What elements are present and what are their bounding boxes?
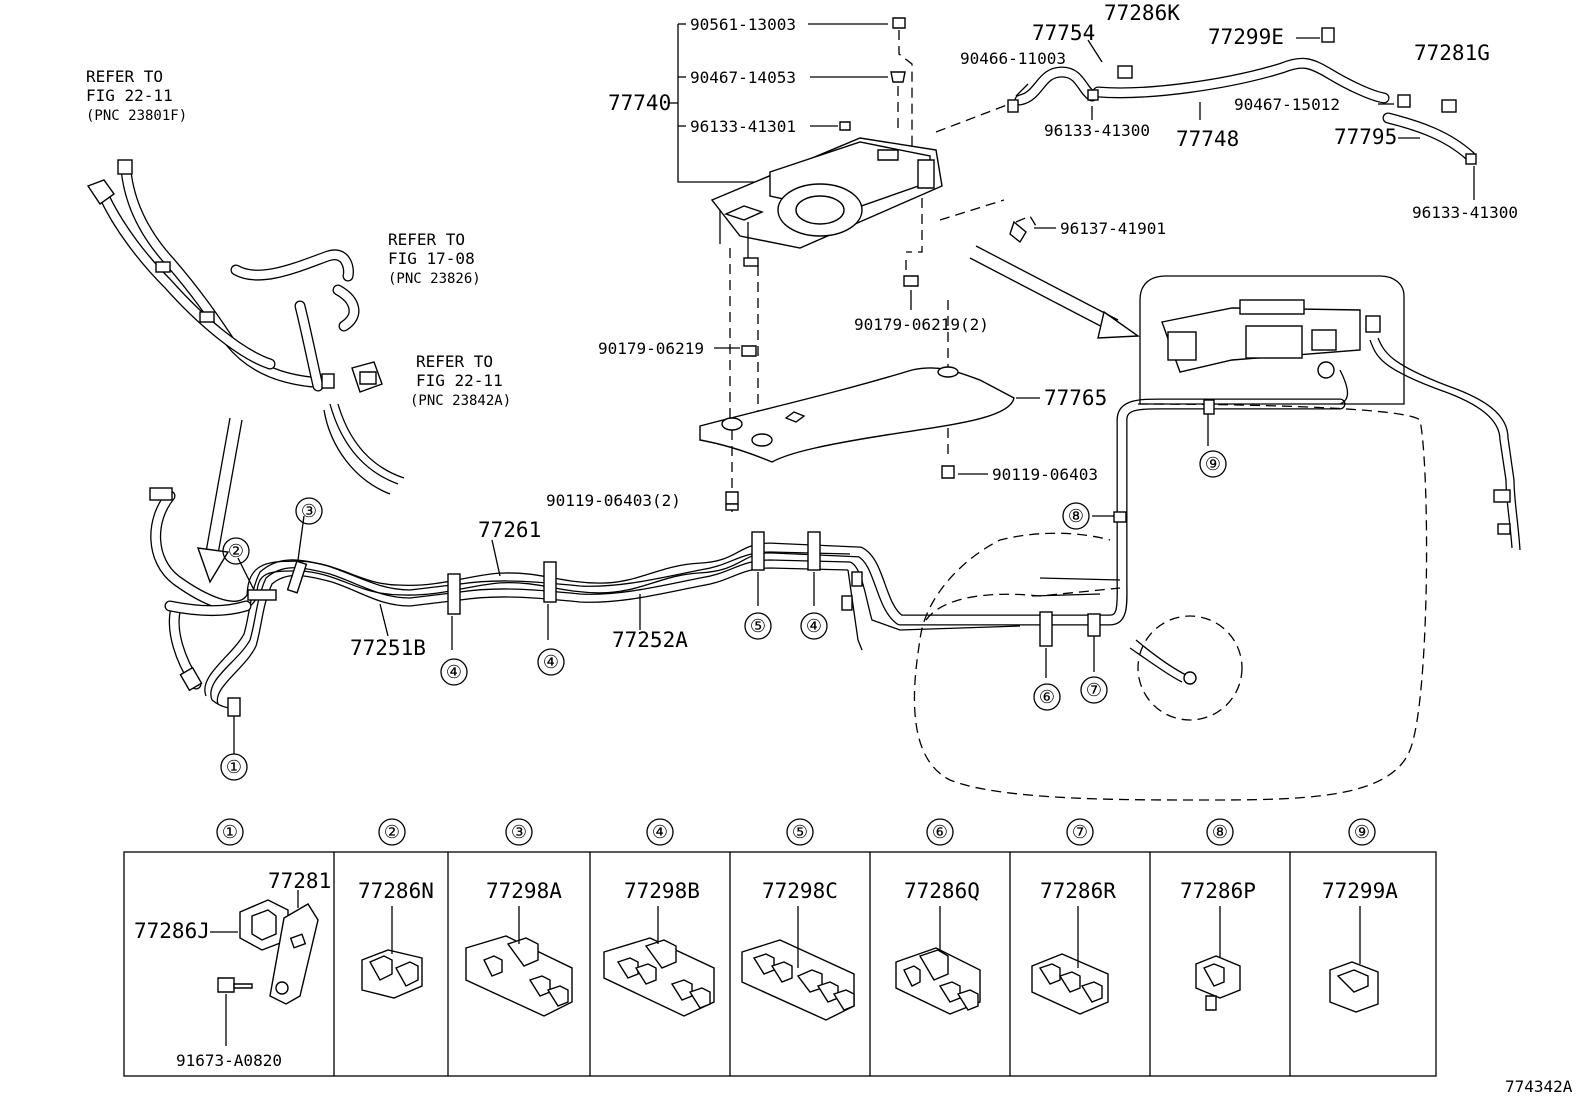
svg-text:⑤: ⑤	[792, 822, 808, 843]
callout-77740: 77740	[608, 91, 671, 115]
callout-90119-06403: 90119-06403	[992, 465, 1098, 484]
direction-arrows	[196, 245, 1141, 584]
callout-77748: 77748	[1176, 127, 1239, 151]
callout-90179-06219-2: 90179-06219(2)	[854, 315, 989, 334]
legend-part-77298A: 77298A	[486, 879, 562, 903]
marker-8: ⑧	[1068, 506, 1084, 527]
clamp-number-labels: ① ② ③ ④ ④ ⑤ ④ ⑥ ⑦ ⑧ ⑨	[220, 450, 1227, 781]
callout-96133-41301: 96133-41301	[690, 117, 796, 136]
canister-assembly	[668, 17, 1021, 267]
legend-part-77286R: 77286R	[1040, 879, 1116, 903]
legend-part-77286P: 77286P	[1180, 879, 1256, 903]
svg-text:(PNC 23826): (PNC 23826)	[388, 271, 481, 287]
callout-77286K: 77286K	[1104, 1, 1180, 25]
legend-part-77281: 77281	[268, 869, 331, 893]
legend-part-77286N: 77286N	[358, 879, 434, 903]
legend-header-7: ⑦	[1066, 818, 1094, 846]
callout-90179-06219: 90179-06219	[598, 339, 704, 358]
fuel-tank-outline	[913, 403, 1428, 801]
reference-note-3: REFER TO FIG 22-11 (PNC 23842A)	[410, 352, 511, 409]
svg-text:REFER TO: REFER TO	[388, 230, 465, 249]
callout-77754: 77754	[1032, 21, 1095, 45]
marker-5: ⑤	[750, 616, 766, 637]
shield-group	[699, 248, 1040, 512]
callout-90561-13003: 90561-13003	[690, 15, 796, 34]
legend-part-77298B: 77298B	[624, 879, 700, 903]
svg-text:⑧: ⑧	[1212, 822, 1228, 843]
legend-header-9: ⑨	[1348, 818, 1376, 846]
svg-text:④: ④	[652, 822, 668, 843]
callout-90467-14053: 90467-14053	[690, 68, 796, 87]
marker-9: ⑨	[1205, 454, 1221, 475]
legend-header-6: ⑥	[926, 818, 954, 846]
legend-header-2: ②	[378, 818, 406, 846]
marker-2: ②	[228, 541, 244, 562]
marker-7: ⑦	[1086, 680, 1102, 701]
svg-text:②: ②	[384, 822, 400, 843]
callout-77299E: 77299E	[1208, 25, 1284, 49]
pump-module-detail	[1139, 275, 1405, 405]
legend-header-8: ⑧	[1206, 818, 1234, 846]
left-hose-assembly	[86, 159, 405, 495]
marker-4c: ④	[806, 616, 822, 637]
reference-note-2: REFER TO FIG 17-08 (PNC 23826)	[388, 230, 481, 287]
marker-4a: ④	[446, 662, 462, 683]
legend-part-91673-A0820: 91673-A0820	[176, 1051, 282, 1070]
legend-header-1: ①	[216, 818, 244, 846]
callout-77252A: 77252A	[612, 628, 688, 652]
callout-96137-41901: 96137-41901	[1060, 219, 1166, 238]
svg-text:⑨: ⑨	[1354, 822, 1370, 843]
marker-3: ③	[301, 501, 317, 522]
svg-text:FIG 17-08: FIG 17-08	[388, 249, 475, 268]
callout-77795: 77795	[1334, 125, 1397, 149]
callout-77765: 77765	[1044, 386, 1107, 410]
legend-part-77299A: 77299A	[1322, 879, 1398, 903]
svg-text:REFER TO: REFER TO	[86, 67, 163, 86]
marker-4b: ④	[543, 652, 559, 673]
callout-77261: 77261	[478, 518, 541, 542]
svg-text:(PNC 23842A): (PNC 23842A)	[410, 393, 511, 409]
reference-note-1: REFER TO FIG 22-11 (PNC 23801F)	[86, 67, 187, 124]
svg-text:REFER TO: REFER TO	[416, 352, 493, 371]
svg-text:FIG 22-11: FIG 22-11	[416, 371, 503, 390]
callout-96133-41300-a: 96133-41300	[1044, 121, 1150, 140]
svg-text:FIG 22-11: FIG 22-11	[86, 86, 173, 105]
svg-text:(PNC 23801F): (PNC 23801F)	[86, 108, 187, 124]
callout-90119-06403-2: 90119-06403(2)	[546, 491, 681, 510]
callout-77281G: 77281G	[1414, 41, 1490, 65]
legend-header-3: ③	[505, 818, 533, 846]
legend-header-4: ④	[646, 818, 674, 846]
legend-part-77286Q: 77286Q	[904, 879, 980, 903]
svg-text:①: ①	[222, 822, 238, 843]
callout-90466-11003: 90466-11003	[960, 49, 1066, 68]
diagram-id: 774342A	[1505, 1077, 1573, 1096]
legend-header-5: ⑤	[786, 818, 814, 846]
callout-90467-15012: 90467-15012	[1234, 95, 1340, 114]
clamp-legend-table: ① ② ③ ④ ⑤ ⑥ ⑦ ⑧ ⑨ 77281 77286J 91673-A08…	[123, 818, 1437, 1077]
legend-part-77286J: 77286J	[134, 919, 210, 943]
svg-text:⑦: ⑦	[1072, 822, 1088, 843]
marker-1: ①	[226, 757, 242, 778]
svg-text:③: ③	[511, 822, 527, 843]
vent-hose-group	[1007, 27, 1477, 200]
legend-part-77298C: 77298C	[762, 879, 838, 903]
marker-6: ⑥	[1039, 687, 1055, 708]
callout-96133-41300-b: 96133-41300	[1412, 203, 1518, 222]
callout-77251B: 77251B	[350, 636, 426, 660]
svg-text:⑥: ⑥	[932, 822, 948, 843]
